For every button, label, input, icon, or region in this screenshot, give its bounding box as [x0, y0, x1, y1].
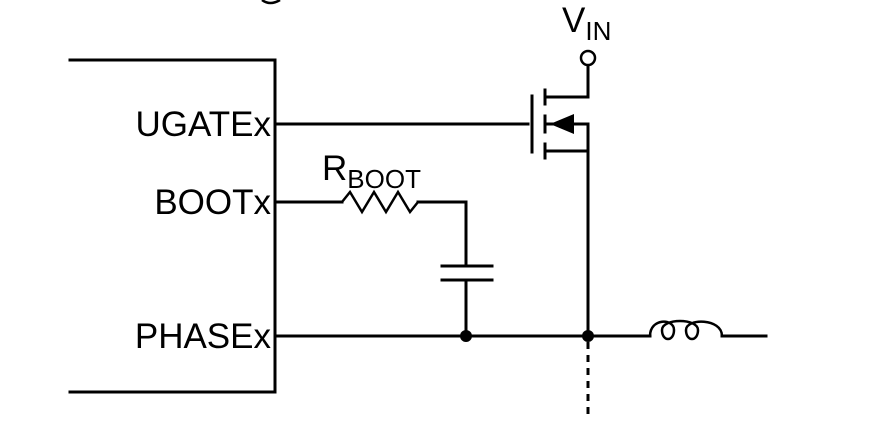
vin-terminal-icon [579, 49, 597, 67]
top-heading-fragment [261, 0, 281, 5]
vin-label: VIN [562, 1, 611, 46]
junction-dot-switch [582, 330, 594, 342]
high-side-mosfet [530, 64, 590, 338]
pin-label-boot: BOOTx [154, 183, 271, 222]
boot-resistor [273, 189, 468, 268]
body-diode-arrow-icon [550, 114, 574, 134]
output-inductor-icon [648, 319, 768, 341]
boot-capacitor [440, 264, 494, 338]
ic-block-outline [68, 58, 277, 394]
junction-dot-cap [460, 330, 472, 342]
pin-label-phase: PHASEx [135, 317, 272, 356]
pin-label-ugate: UGATEx [136, 105, 272, 144]
rboot-label: RBOOT [322, 149, 421, 194]
